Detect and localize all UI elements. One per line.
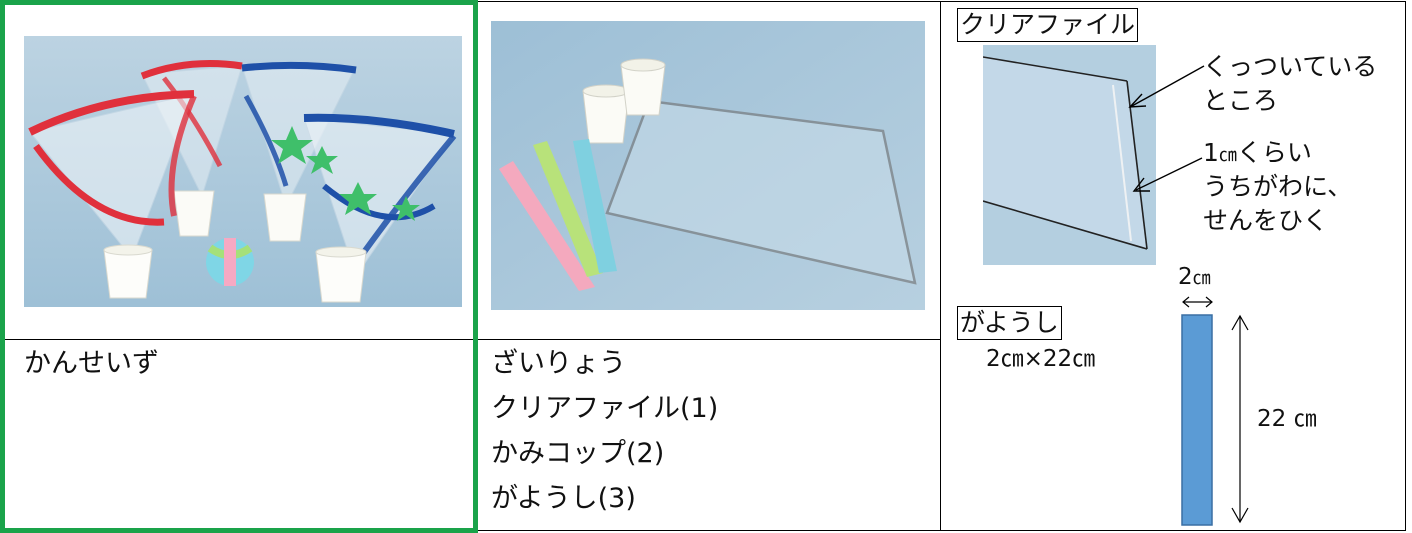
anno-attached-line2: ところ (1203, 86, 1279, 115)
strip-width-unit: ㎝ (1192, 268, 1211, 289)
material-paper-cup: かみコップ(2) (491, 438, 665, 469)
material-clear-file: クリアファイル(1) (491, 393, 719, 424)
anno-attached-line1: くっついている (1203, 52, 1378, 81)
table-top-border (0, 1, 1406, 2)
clear-file-photo (983, 45, 1156, 265)
paper-strip (1181, 314, 1213, 526)
paper-size: 2㎝×22㎝ (986, 346, 1096, 372)
strip-height-label: 22 ㎝ (1257, 406, 1317, 432)
materials-heading: ざいりょう (491, 348, 626, 379)
caption-finished: かんせいず (24, 348, 159, 379)
strip-diagram (1181, 296, 1249, 526)
highlight-frame-right (473, 0, 478, 533)
finished-cone-cups-photo (24, 36, 462, 307)
highlight-frame-top (0, 0, 478, 5)
materials-photo (491, 21, 925, 310)
column-divider-3 (940, 1, 941, 531)
strip-width-number: 2 (1178, 264, 1193, 290)
anno-inner-unit: ㎝ (1218, 145, 1237, 166)
anno-inner-line1: 1㎝くらい (1203, 136, 1312, 173)
anno-inner-line2: うちがわに、 (1203, 172, 1353, 201)
highlight-frame-left (0, 0, 5, 533)
paper-title: がようし (957, 306, 1062, 340)
table-bottom-border (0, 530, 1406, 531)
strip-width-label: 2㎝ (1178, 260, 1211, 296)
row-divider (0, 339, 940, 340)
anno-inner-number: 1 (1203, 138, 1219, 167)
annotation-arrows (1128, 65, 1205, 192)
table-right-border (1405, 1, 1406, 531)
anno-inner-approx: くらい (1236, 138, 1312, 167)
highlight-frame-bottom (0, 528, 478, 533)
anno-inner-line3: せんをひく (1203, 206, 1329, 235)
clear-file-title: クリアファイル (957, 8, 1139, 42)
material-drawing-paper: がようし(3) (491, 483, 636, 514)
